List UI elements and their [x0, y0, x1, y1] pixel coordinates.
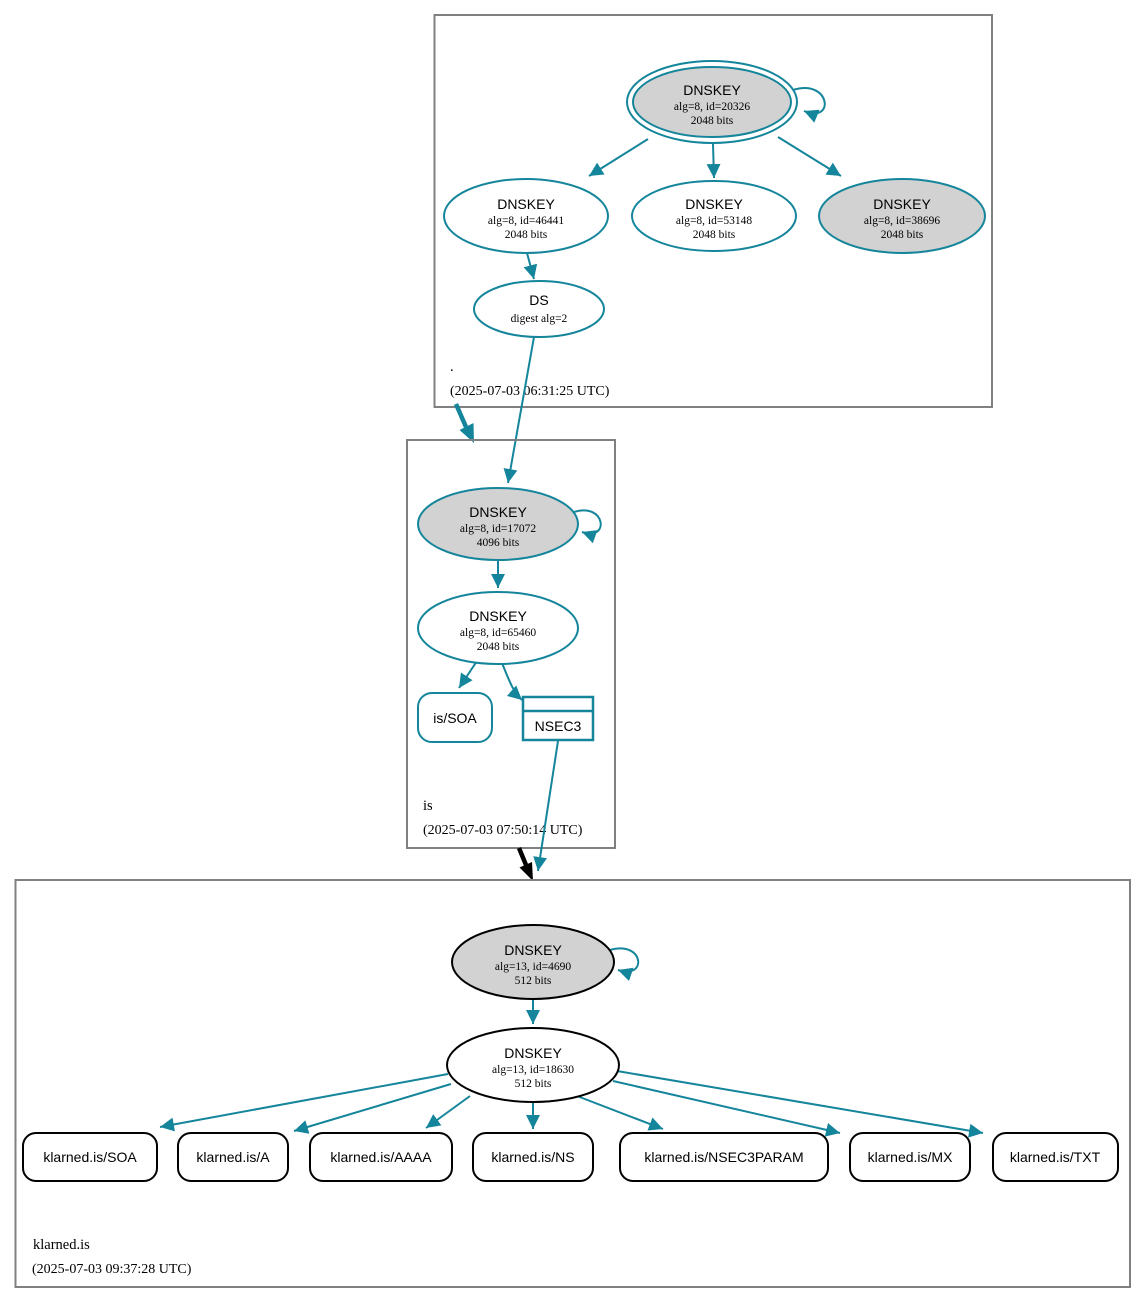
rrset-klarned-a: klarned.is/A — [177, 1132, 289, 1182]
dnskey-klarned-ksk-title: DNSKEY — [504, 942, 562, 958]
dnskey-root-zsk2-bits: 2048 bits — [693, 229, 736, 241]
edge-zsk-to-soa — [159, 1073, 449, 1132]
self-loop-klarned-ksk — [609, 947, 640, 982]
zone-box-root — [433, 14, 993, 408]
ds-node — [473, 280, 605, 338]
dnskey-root-zsk3-title: DNSKEY — [873, 196, 931, 212]
dnskey-is-ksk-alg: alg=8, id=17072 — [460, 523, 536, 535]
zone-label-root: . — [450, 359, 454, 375]
dnskey-root-ksk-alg: alg=8, id=20326 — [674, 101, 750, 113]
dnskey-root-ksk-title: DNSKEY — [683, 82, 741, 98]
dnskey-root-zsk1-title: DNSKEY — [497, 196, 555, 212]
dnskey-root-zsk3-node — [818, 178, 986, 254]
zone-timestamp-klarned-is: (2025-07-03 09:37:28 UTC) — [32, 1262, 192, 1277]
nsec3-node: NSEC3 — [521, 695, 595, 742]
dnskey-root-zsk3-alg: alg=8, id=38696 — [864, 215, 940, 227]
dnskey-root-zsk1-bits: 2048 bits — [505, 229, 548, 241]
rrset-is-soa-node — [417, 692, 493, 743]
zone-is: DNSKEY alg=8, id=17072 4096 bits DNSKEY … — [406, 439, 616, 849]
self-loop-is-ksk — [573, 509, 602, 544]
edge-ksk-to-zsk1 — [588, 138, 649, 177]
self-loop-root-ksk — [792, 87, 826, 123]
zone-timestamp-is: (2025-07-03 07:50:14 UTC) — [423, 823, 583, 838]
edge-nsec3-to-klarned — [533, 740, 559, 872]
dnskey-is-ksk-node — [417, 487, 579, 561]
zone-klarned-is: DNSKEY alg=13, id=4690 512 bits DNSKEY a… — [14, 879, 1131, 1288]
dnskey-is-zsk-bits: 2048 bits — [477, 641, 520, 653]
rrset-is-soa-label: is/SOA — [433, 710, 477, 726]
dnskey-is-zsk-node — [417, 591, 579, 665]
edge-ds-to-is-ksk — [503, 336, 535, 484]
edge-zsk-to-txt — [616, 1070, 984, 1138]
edge-is-zsk-to-soa — [458, 660, 478, 689]
zone-box-is — [406, 439, 616, 849]
dnskey-klarned-zsk-title: DNSKEY — [504, 1045, 562, 1061]
dnskey-root-ksk-bits: 2048 bits — [691, 115, 734, 127]
zone-root: DNSKEY alg=8, id=20326 2048 bits DNSKEY … — [433, 14, 993, 408]
delegation-arrow-is-to-klarned — [516, 847, 533, 881]
edge-ksk-to-zsk3 — [777, 136, 842, 177]
rrset-klarned-mx-label: klarned.is/MX — [868, 1149, 953, 1165]
rrset-klarned-soa-label: klarned.is/SOA — [43, 1149, 137, 1165]
rrset-klarned-nsec3param-label: klarned.is/NSEC3PARAM — [644, 1149, 803, 1165]
zone-box-klarned-is — [14, 879, 1131, 1288]
rrset-klarned-aaaa: klarned.is/AAAA — [309, 1132, 453, 1182]
dnskey-klarned-ksk-node — [451, 924, 615, 1000]
edge-zsk-to-a — [293, 1083, 452, 1134]
dnskey-root-zsk1-node — [443, 178, 609, 254]
rrset-klarned-aaaa-label: klarned.is/AAAA — [330, 1149, 432, 1165]
dnskey-is-zsk-alg: alg=8, id=65460 — [460, 627, 536, 639]
dnskey-klarned-ksk-bits: 512 bits — [515, 975, 552, 987]
dnskey-root-zsk2-alg: alg=8, id=53148 — [676, 215, 752, 227]
dnskey-klarned-zsk-alg: alg=13, id=18630 — [492, 1064, 574, 1076]
zone-timestamp-root: (2025-07-03 06:31:25 UTC) — [450, 384, 610, 399]
rrset-klarned-soa: klarned.is/SOA — [22, 1132, 158, 1182]
dnskey-is-ksk-title: DNSKEY — [469, 504, 527, 520]
dnskey-klarned-zsk-bits: 512 bits — [515, 1078, 552, 1090]
dnskey-root-zsk1-alg: alg=8, id=46441 — [488, 215, 564, 227]
zone-label-is: is — [423, 798, 433, 814]
dnskey-root-ksk-node — [632, 66, 792, 138]
rrset-klarned-ns: klarned.is/NS — [472, 1132, 594, 1182]
nsec3-label: NSEC3 — [535, 718, 582, 734]
edge-is-zsk-to-nsec3 — [501, 662, 523, 701]
rrset-klarned-txt: klarned.is/TXT — [992, 1132, 1119, 1182]
dnskey-root-zsk2-node — [631, 180, 797, 252]
dnskey-root-zsk2-title: DNSKEY — [685, 196, 743, 212]
edge-zsk-to-aaaa — [425, 1095, 471, 1129]
edge-zsk-to-mx — [612, 1080, 841, 1137]
rrset-klarned-txt-label: klarned.is/TXT — [1010, 1149, 1101, 1165]
edge-ksk-to-zsk2 — [706, 143, 721, 179]
dnskey-is-zsk-title: DNSKEY — [469, 608, 527, 624]
edge-zsk1-to-ds — [523, 252, 538, 280]
rrset-klarned-mx: klarned.is/MX — [849, 1132, 971, 1182]
edge-zsk-to-nsec3param — [576, 1095, 664, 1131]
dnskey-klarned-ksk-alg: alg=13, id=4690 — [495, 961, 571, 973]
rrset-klarned-a-label: klarned.is/A — [196, 1149, 270, 1165]
zone-label-klarned-is: klarned.is — [33, 1237, 90, 1253]
rrset-klarned-ns-label: klarned.is/NS — [491, 1149, 574, 1165]
dnskey-root-zsk3-bits: 2048 bits — [881, 229, 924, 241]
dnskey-klarned-zsk-node — [446, 1027, 620, 1103]
ds-title: DS — [529, 292, 548, 308]
dnskey-is-ksk-bits: 4096 bits — [477, 537, 520, 549]
delegation-arrow-root-to-is — [453, 403, 474, 443]
ds-detail: digest alg=2 — [511, 313, 568, 325]
rrset-klarned-nsec3param: klarned.is/NSEC3PARAM — [619, 1132, 829, 1182]
